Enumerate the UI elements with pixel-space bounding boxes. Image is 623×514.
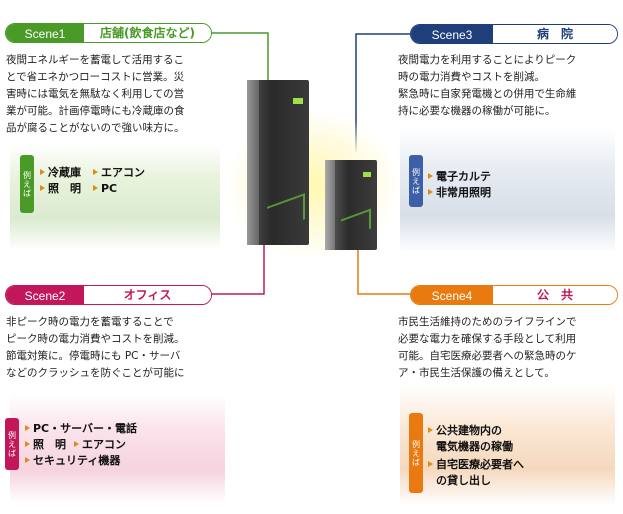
bullet-icon xyxy=(74,441,79,447)
scene2-title: オフィス xyxy=(84,286,211,304)
scene2-item-lighting: 照 明 xyxy=(25,438,66,452)
bullet-icon xyxy=(428,189,433,195)
battery-unit-small xyxy=(325,160,377,250)
scene3-tag: Scene3 病 院 xyxy=(410,24,618,44)
scene3-hospital-photo xyxy=(400,128,615,253)
scene4-item-equipment-operation: 電気機器の稼働 xyxy=(436,440,513,453)
scene3-item-emergency-lighting: 非常用照明 xyxy=(428,186,491,200)
scene3-item-emr: 電子カルテ xyxy=(428,170,491,184)
bullet-icon xyxy=(40,185,45,191)
scene4-title: 公 共 xyxy=(493,286,617,304)
scene3-number: Scene3 xyxy=(411,25,493,43)
connector-scene4 xyxy=(357,240,410,295)
battery-illustration xyxy=(225,70,400,265)
scene1-item-refrigerator: 冷蔵庫 xyxy=(40,166,81,180)
scene1-item-lighting: 照 明 xyxy=(40,182,81,196)
bullet-icon xyxy=(93,185,98,191)
connector-scene3 xyxy=(355,33,410,152)
scene4-example-bar: 例えば xyxy=(409,413,423,493)
scene1-tag: Scene1 店舗(飲食店など) xyxy=(5,23,212,43)
bullet-icon xyxy=(428,173,433,179)
scene3-title: 病 院 xyxy=(493,25,617,43)
scene4-tag: Scene4 公 共 xyxy=(410,285,618,305)
scene4-description: 市民生活維持のためのライフラインで 必要な電力を確保する手段として利用 可能。自… xyxy=(398,316,577,379)
scene2-example-bar: 例えば xyxy=(5,418,19,470)
scene2-item-pc-server-phone: PC・サーバー・電話 xyxy=(25,422,137,436)
bullet-icon xyxy=(25,425,30,431)
battery-unit-large xyxy=(247,80,309,245)
bullet-icon xyxy=(428,427,433,433)
scene2-item-security: セキュリティ機器 xyxy=(25,454,120,468)
scene1-item-aircon: エアコン xyxy=(93,166,145,180)
scene2-item-aircon: エアコン xyxy=(74,438,126,452)
bullet-icon xyxy=(93,169,98,175)
scene4-public-facility-photo xyxy=(400,385,615,505)
scene4-number: Scene4 xyxy=(411,286,493,304)
scene1-title: 店舗(飲食店など) xyxy=(84,24,211,42)
scene2-office-photo xyxy=(10,395,225,503)
scene2-description: 非ピーク時の電力を蓄電することで ピーク時の電力消費やコストを削減。 節電対策に… xyxy=(6,316,185,379)
bullet-icon xyxy=(25,441,30,447)
bullet-icon xyxy=(40,169,45,175)
bullet-icon xyxy=(428,461,433,467)
scene1-restaurant-photo xyxy=(10,145,220,250)
scene1-number: Scene1 xyxy=(6,24,84,42)
scene1-item-pc: PC xyxy=(93,182,117,196)
scene4-item-lending: の貸し出し xyxy=(436,474,491,487)
scene1-example-bar: 例えば xyxy=(20,155,34,213)
scene3-description: 夜間電力を利用することによりピーク 時の電力消費やコストを削減。 緊急時に自家発… xyxy=(398,54,577,117)
connector-scene2 xyxy=(212,245,265,295)
scene4-item-home-care: 自宅医療必要者へ xyxy=(428,458,524,472)
bullet-icon xyxy=(25,457,30,463)
scene1-description: 夜間エネルギーを蓄電して活用するこ とで省エネかつローコストに営業。災 害時には… xyxy=(6,54,185,134)
scene4-item-public-buildings: 公共建物内の xyxy=(428,424,502,438)
scene3-example-bar: 例えば xyxy=(409,155,423,207)
scene2-number: Scene2 xyxy=(6,286,84,304)
scene2-tag: Scene2 オフィス xyxy=(5,285,212,305)
